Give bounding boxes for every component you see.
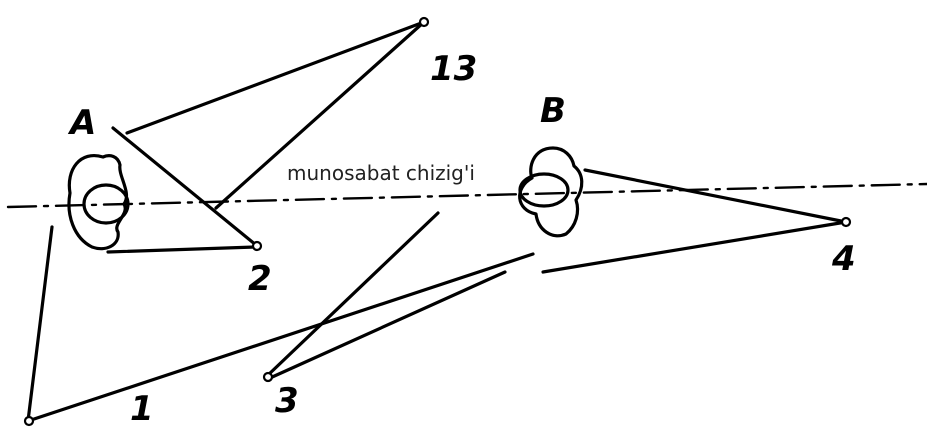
point-13-marker [418,16,430,28]
label-1: 1 [130,389,154,427]
point-2-marker [251,240,263,252]
label-a: A [67,103,96,143]
point-4-marker [840,216,852,228]
point-1-marker [23,415,35,427]
label-3: 3 [275,381,299,421]
connection-lines [26,20,848,423]
point-3-marker [262,371,274,383]
label-4: 4 [831,239,856,279]
label-b: B [540,91,566,131]
points [23,16,852,427]
relation-line-caption: munosabat chizig'i [287,161,475,185]
shape-a [67,154,130,251]
label-13: 13 [430,49,477,89]
shape-b [518,146,584,238]
label-2: 2 [248,259,272,299]
relation-line [6,182,927,209]
